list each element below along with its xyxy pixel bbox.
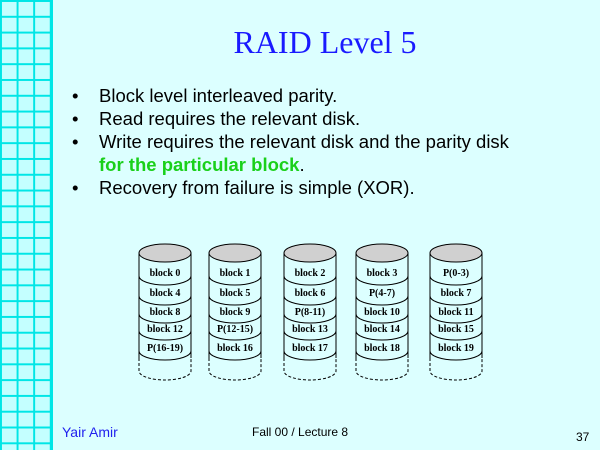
disk-segment-line [138, 330, 192, 341]
disk-dashed-bottom [138, 358, 192, 381]
disk-segment-line [138, 275, 192, 286]
bullet-list: • Block level interleaved parity. • Read r… [72, 84, 509, 199]
disk: block 0 block 4 block 8 block 12 P(16-19) [138, 243, 192, 381]
disk-block-label: block 18 [364, 343, 400, 354]
disk-segment-line [138, 295, 192, 306]
disk-segment-line [208, 350, 262, 361]
bullet-icon: • [72, 108, 79, 129]
bullet-item: • Block level interleaved parity. [72, 84, 509, 107]
disk-segment-line [208, 313, 262, 324]
disk-block-label: block 19 [438, 343, 474, 354]
disk: P(0-3) block 7 block 11 block 15 block 19 [429, 243, 483, 381]
disk-block-label: block 10 [364, 307, 400, 318]
bullet-highlight: for the particular block [99, 154, 300, 175]
footer-course: Fall 00 / Lecture 8 [252, 425, 349, 439]
disk-dashed-bottom [283, 358, 337, 381]
disk: block 2 block 6 P(8-11) block 13 block 17 [283, 243, 337, 381]
disk-top [429, 243, 483, 263]
bullet-text: Block level interleaved parity. [99, 85, 338, 106]
bullet-text: Recovery from failure is simple (XOR). [99, 177, 415, 198]
disk-block-label: block 2 [295, 268, 326, 279]
disk-segment-line [138, 350, 192, 361]
disk-segment-line [355, 313, 409, 324]
slide-title: RAID Level 5 [233, 24, 417, 60]
disk-block-label: P(12-15) [217, 324, 253, 335]
disk-segment-line [208, 330, 262, 341]
disk-top [138, 243, 192, 263]
disk-segment-line [283, 330, 337, 341]
disk-block-label: block 1 [220, 268, 251, 279]
disk-segment-line [355, 295, 409, 306]
disk-segment-line [355, 350, 409, 361]
bullet-text: Read requires the relevant disk. [99, 108, 361, 129]
disk-segment-line [138, 313, 192, 324]
bullet-icon: • [72, 131, 79, 152]
bullet-icon: • [72, 177, 79, 198]
disk-segment-line [208, 295, 262, 306]
bullet-icon: • [72, 85, 79, 106]
disk-segment-line [429, 313, 483, 324]
disk-dashed-bottom [208, 358, 262, 381]
disk-block-label: block 15 [438, 324, 474, 335]
disk-block-label: block 3 [367, 268, 398, 279]
bullet-item: • Write requires the relevant disk and th… [72, 130, 509, 176]
disk-segment-line [283, 295, 337, 306]
disk-segment-line [429, 275, 483, 286]
disk: block 1 block 5 block 9 P(12-15) block 16 [208, 243, 262, 381]
decorative-grid [0, 0, 53, 450]
bullet-item: • Read requires the relevant disk. [72, 107, 509, 130]
disk-block-label: block 9 [220, 307, 251, 318]
disk-segment-line [429, 350, 483, 361]
disk-block-label: P(16-19) [147, 343, 183, 354]
bullet-item: • Recovery from failure is simple (XOR). [72, 176, 509, 199]
footer-page-number: 37 [576, 430, 590, 444]
disk-block-label: block 8 [150, 307, 181, 318]
disk-block-label: block 14 [364, 324, 400, 335]
disk-block-label: block 7 [441, 288, 472, 299]
disk-segment-line [429, 330, 483, 341]
disk-block-label: block 16 [217, 343, 253, 354]
bullet-tail: . [299, 154, 305, 175]
disk-segment-line [208, 275, 262, 286]
disk-block-label: P(0-3) [443, 268, 469, 279]
disk-dashed-bottom [355, 358, 409, 381]
disk-top [355, 243, 409, 263]
disk-block-label: block 5 [220, 288, 251, 299]
disk-top [208, 243, 262, 263]
disk-segment-line [283, 313, 337, 324]
disk-block-label: block 4 [150, 288, 181, 299]
disk-segment-line [283, 275, 337, 286]
disk-block-label: block 17 [292, 343, 328, 354]
bullet-text: Write requires the relevant disk and the… [99, 131, 509, 152]
disk-segment-line [429, 295, 483, 306]
disk-block-label: block 12 [147, 324, 183, 335]
disk-block-label: block 11 [438, 307, 473, 318]
disk-dashed-bottom [429, 358, 483, 381]
disk-block-label: block 0 [150, 268, 181, 279]
disk-top [283, 243, 337, 263]
disk-block-label: P(4-7) [369, 288, 395, 299]
disk: block 3 P(4-7) block 10 block 14 block 18 [355, 243, 409, 381]
footer-author: Yair Amir [62, 424, 118, 440]
disk-block-label: block 6 [295, 288, 326, 299]
disk-segment-line [283, 350, 337, 361]
disk-segment-line [355, 275, 409, 286]
disk-block-label: block 13 [292, 324, 328, 335]
disk-block-label: P(8-11) [295, 307, 326, 318]
disk-segment-line [355, 330, 409, 341]
